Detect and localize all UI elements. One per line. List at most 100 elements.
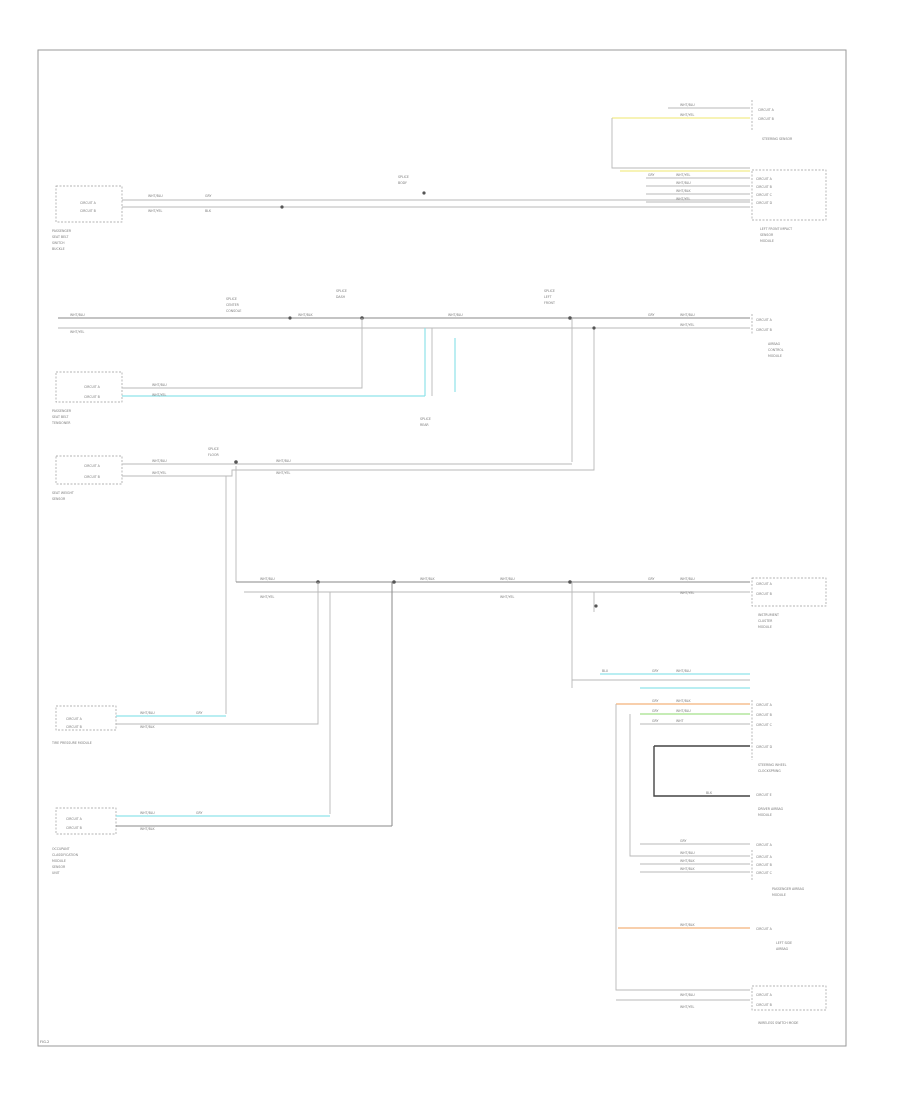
pin-label: CIRCUIT B [80, 209, 96, 213]
component-label: SENSOR [52, 865, 66, 869]
component-driver-airbag: DRIVER AIRBAG MODULE CIRCUIT A [756, 807, 784, 847]
splice-label: FRONT [544, 301, 555, 305]
pin-label: CIRCUIT E [756, 793, 772, 797]
splice-dot [234, 460, 238, 464]
figure-code: FIG.2 [40, 1040, 49, 1044]
pin-label: CIRCUIT A [758, 108, 775, 112]
splice-dot [280, 205, 284, 209]
pin-label: CIRCUIT B [756, 185, 772, 189]
component-label: CONTROL [768, 348, 784, 352]
wire-color-label: GRY [652, 699, 658, 703]
pin-label: CIRCUIT A [80, 201, 97, 205]
wire-color-label: WHT/YEL [680, 591, 695, 595]
splice-label: CONSOLE [226, 309, 241, 313]
pin-label: CIRCUIT B [756, 863, 772, 867]
component-label: AIRBAG [768, 342, 781, 346]
wire-color-label: WHT/YEL [680, 113, 695, 117]
pin-label: CIRCUIT B [66, 725, 82, 729]
wire-color-label: WHT/BLU [676, 709, 691, 713]
component-passenger-airbag: CIRCUIT A CIRCUIT B CIRCUIT C PASSENGER … [751, 850, 805, 897]
wire-color-label: WHT/BLK [676, 189, 692, 193]
pin-label: CIRCUIT A [756, 703, 773, 707]
component-left-side-airbag: WHT/BLK CIRCUIT A LEFT SIDE AIRBAG [618, 923, 792, 951]
splice-label: SPLICE [208, 447, 219, 451]
splice-label: REAR [420, 423, 429, 427]
component-label: STEERING SENSOR [762, 137, 793, 141]
wire-color-label: WHT/BLU [140, 811, 155, 815]
splice-dot [568, 580, 572, 584]
component-label: LEFT SIDE [776, 941, 792, 945]
pin-label: CIRCUIT A [84, 385, 101, 389]
splice-label: DASH [336, 295, 346, 299]
splice-label: SPLICE [420, 417, 431, 421]
wire-color-label: WHT/BLK [676, 699, 692, 703]
wire-color-label: WHT/BLK [140, 827, 156, 831]
pin-label: CIRCUIT D [756, 745, 773, 749]
wire-color-label: WHT [676, 719, 684, 723]
wire-color-label: WHT/BLU [680, 577, 695, 581]
component-label: OCCUPANT [52, 847, 70, 851]
pin-label: CIRCUIT C [756, 193, 773, 197]
wire-color-label: WHT/YEL [500, 595, 515, 599]
wire-color-label: WHT/BLU [500, 577, 515, 581]
wire-color-label: GRY [652, 709, 658, 713]
splice-label: FLOOR [208, 453, 220, 457]
component-label: MODULE [52, 859, 66, 863]
component-instrument-cluster: CIRCUIT A CIRCUIT B INSTRUMENT CLUSTER M… [751, 577, 827, 629]
component-label: MODULE [758, 813, 772, 817]
wire-color-label: WHT/BLU [152, 383, 167, 387]
component-label: TENSIONER [51, 421, 71, 425]
pin-label: CIRCUIT A [756, 582, 773, 586]
component-label: SEAT BELT [52, 415, 68, 419]
wire-color-label: WHT/BLU [676, 181, 691, 185]
wire-color-label: GRY [652, 669, 658, 673]
wire-color-label: WHT/BLU [680, 851, 695, 855]
wire-color-label: GRY [196, 811, 202, 815]
wire-color-label: WHT/YEL [152, 393, 167, 397]
wire-color-label: WHT/BLU [70, 313, 85, 317]
splice-label: SPLICE [226, 297, 237, 301]
component-label: TIRE PRESSURE MODULE [51, 741, 92, 745]
wire-color-label: WHT/BLU [148, 194, 163, 198]
component-passenger-seat-belt-tensioner: CIRCUIT A CIRCUIT B PASSENGER SEAT BELT … [51, 371, 123, 425]
wire-color-label: BLU [602, 669, 609, 673]
component-label: SENSOR [52, 497, 66, 501]
component-label: CLASSIFICATION [52, 853, 79, 857]
wire-color-label: WHT/BLK [298, 313, 314, 317]
splice-label: BODY [398, 181, 407, 185]
splice-dot [594, 604, 598, 608]
wire-color-label: WHT/BLU [152, 459, 167, 463]
component-label: SEAT WEIGHT [52, 491, 74, 495]
wire-color-label: WHT/YEL [152, 471, 167, 475]
wire-color-label: GRY [648, 577, 654, 581]
component-label: PASSENGER AIRBAG [772, 887, 805, 891]
wire-color-label: WHT/BLU [260, 577, 275, 581]
splice-dot [568, 316, 572, 320]
wire [611, 118, 750, 169]
wire-color-label: WHT/YEL [680, 323, 695, 327]
component-passenger-seat-belt-switch: CIRCUIT A CIRCUIT B PASSENGER SEAT BELT … [52, 185, 123, 251]
pin-label: CIRCUIT A [756, 177, 773, 181]
pin-label: CIRCUIT D [756, 201, 773, 205]
component-label: CLOCKSPRING [758, 769, 781, 773]
component-label: PASSENGER [52, 229, 72, 233]
splice-label: SPLICE [544, 289, 555, 293]
pin-label: CIRCUIT B [84, 475, 100, 479]
component-tire-pressure-module: CIRCUIT A CIRCUIT B TIRE PRESSURE MODULE [51, 705, 117, 745]
splice-dot [288, 316, 292, 320]
component-label: PASSENGER [52, 409, 72, 413]
splice-dot [592, 326, 596, 330]
component-label: SEAT BELT [52, 235, 68, 239]
pin-label: CIRCUIT B [756, 1003, 772, 1007]
wire-color-label: WHT/YEL [148, 209, 163, 213]
splice-label: CENTER [226, 303, 240, 307]
component-seat-weight-sensor: CIRCUIT A CIRCUIT B SEAT WEIGHT SENSOR [52, 455, 123, 501]
wire-color-label: BLK [205, 209, 212, 213]
component-label: MODULE [758, 625, 772, 629]
component-occupant-classification-module: CIRCUIT A CIRCUIT B OCCUPANT CLASSIFICAT… [52, 807, 117, 875]
wire-color-label: WHT/YEL [676, 197, 691, 201]
pin-label: CIRCUIT B [84, 395, 100, 399]
component-label: LEFT FRONT IMPACT [760, 227, 792, 231]
component-label: MODULE [760, 239, 774, 243]
pin-label: CIRCUIT A [84, 464, 101, 468]
